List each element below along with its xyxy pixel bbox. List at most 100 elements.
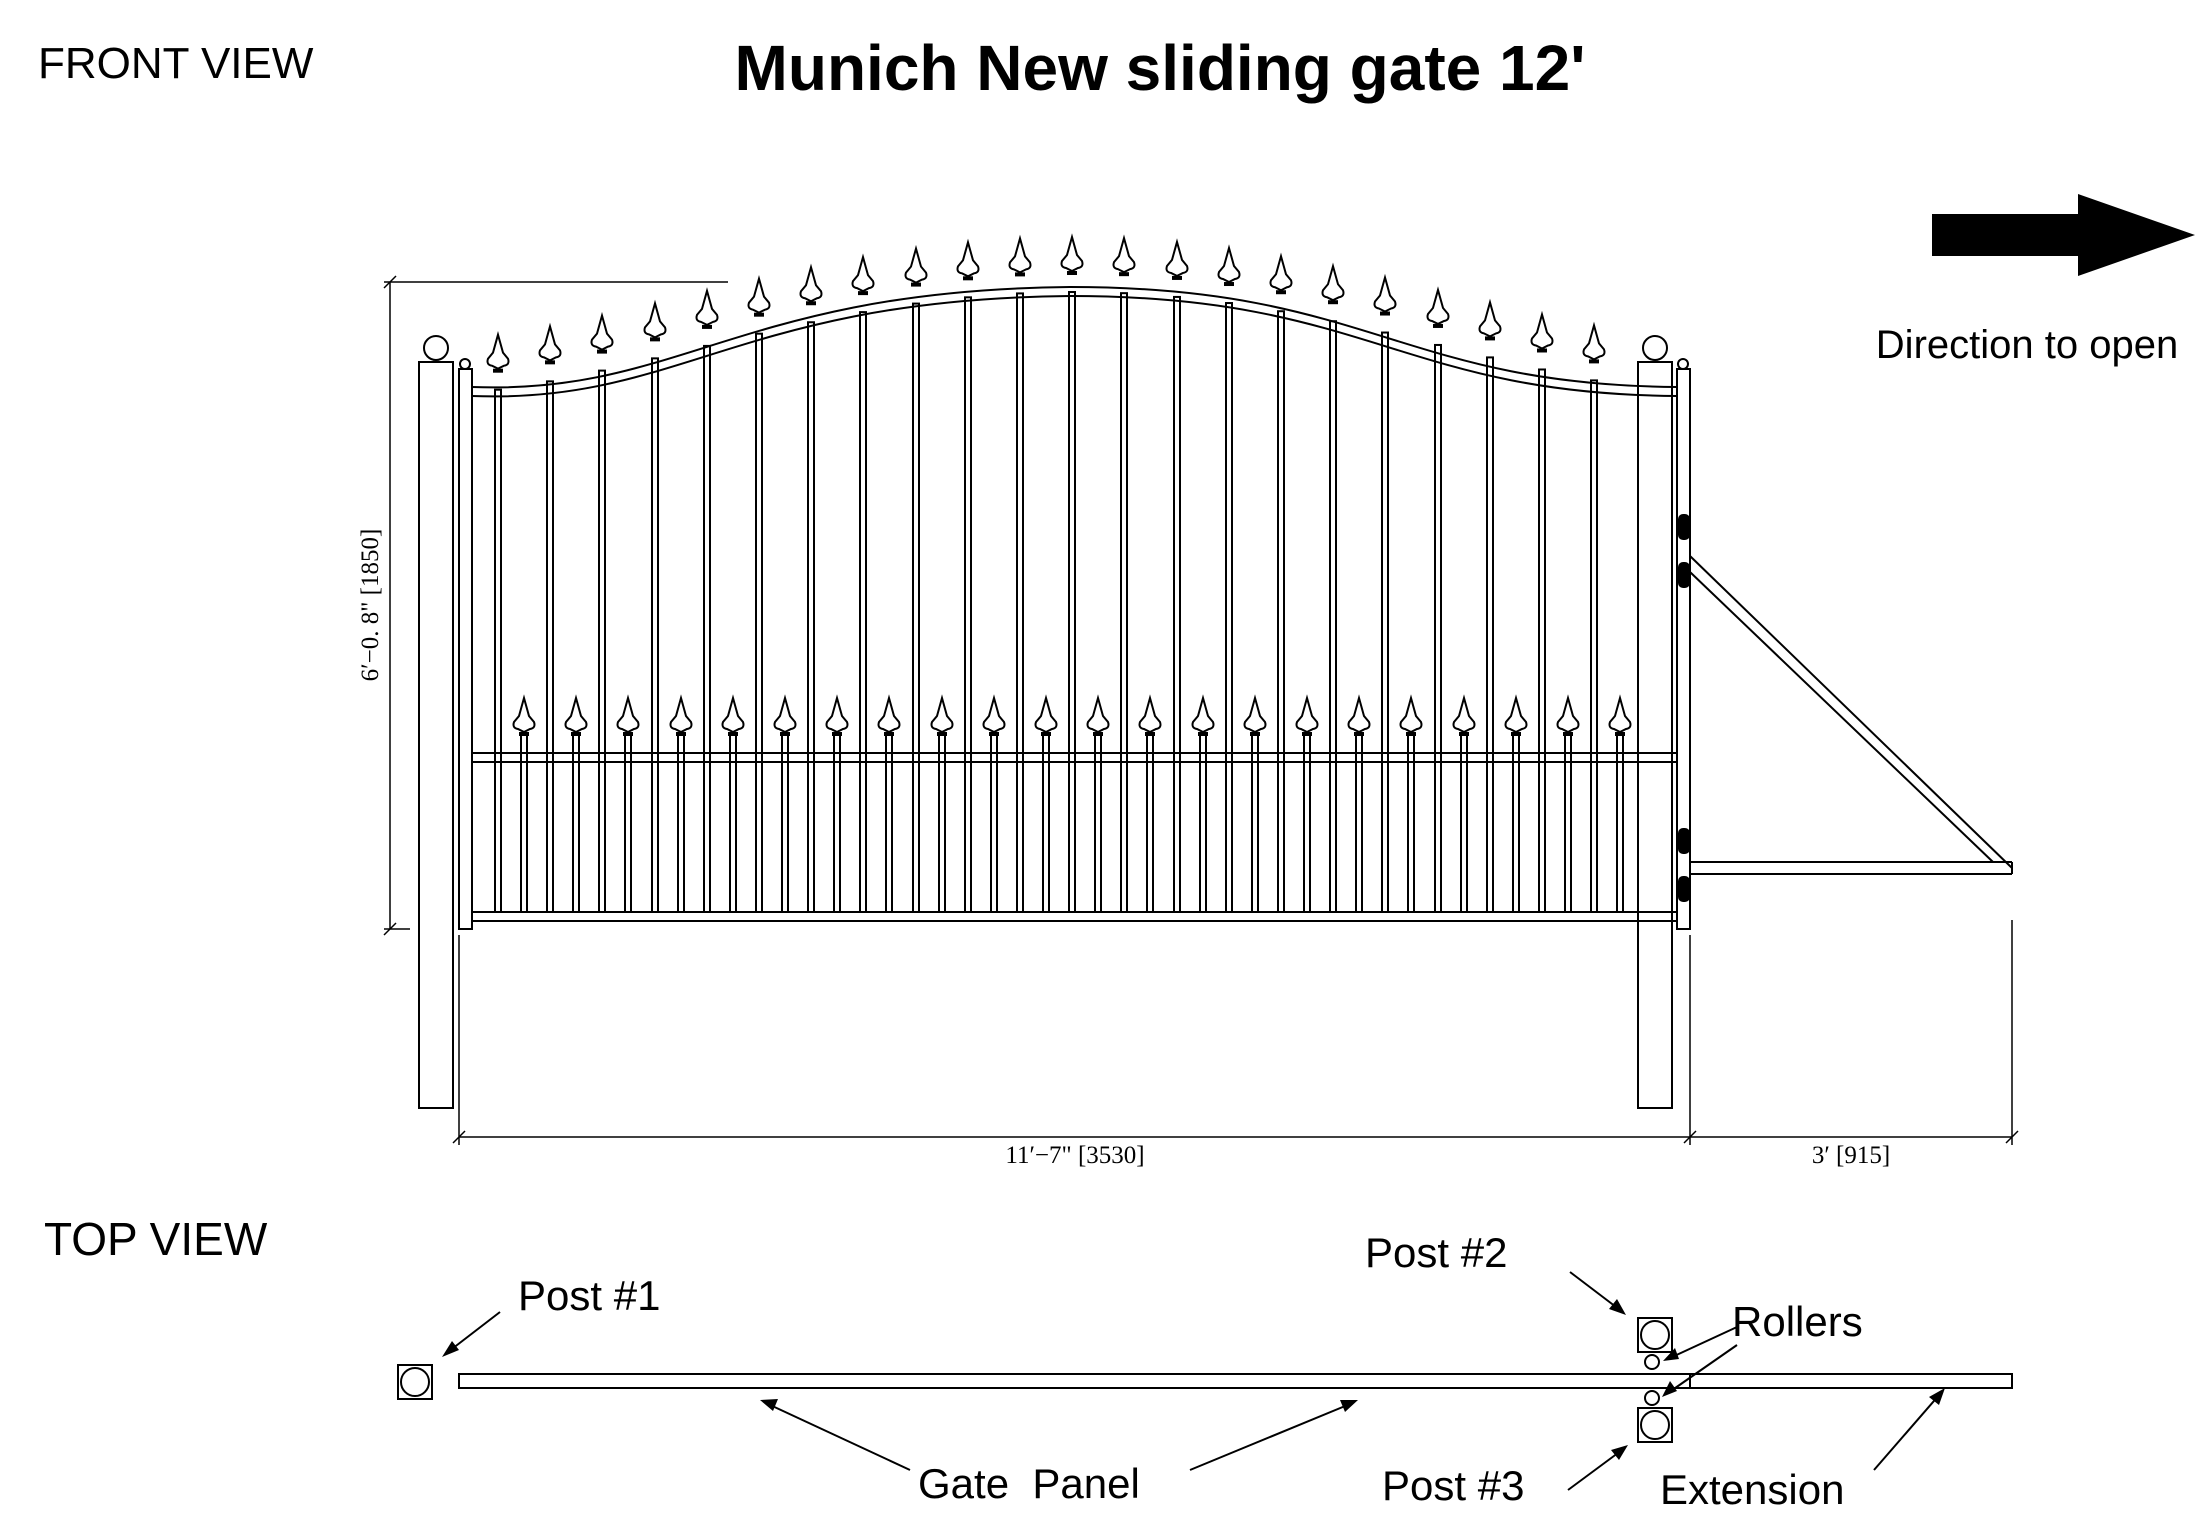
tall-picket [1381, 331, 1389, 913]
tall-picket-spear [1008, 234, 1032, 277]
rollers-callout-line-2 [1667, 1344, 1738, 1394]
short-picket-spear [1399, 694, 1423, 736]
post-2-callout-line [1569, 1271, 1621, 1311]
tall-picket-spear [1269, 252, 1293, 295]
tall-picket-spear [590, 311, 614, 354]
tall-picket [859, 311, 867, 914]
tall-picket-spear [904, 244, 928, 287]
width-tick-left [452, 1130, 466, 1144]
post-1-cap [423, 335, 449, 361]
tall-picket [1434, 343, 1442, 913]
width-tick-right [2005, 1130, 2019, 1144]
extension-width-dimension-label: 3′ [915] [1812, 1142, 1890, 1169]
tall-picket [1277, 310, 1285, 914]
post-2-front [1637, 361, 1673, 1109]
gate-panel-callout-line-left [767, 1403, 911, 1471]
short-picket-spear [1138, 694, 1162, 736]
roller-lower-2 [1678, 876, 1690, 902]
short-picket-spear [877, 694, 901, 736]
gate-width-dimension-label: 11′−7" [3530] [1005, 1142, 1144, 1169]
extension-arrowhead [1929, 1388, 1945, 1405]
short-picket-spear [669, 694, 693, 736]
tall-picket-spear [486, 330, 510, 373]
tall-picket [1016, 292, 1024, 913]
height-tick-bottom [383, 922, 397, 936]
tall-picket-spear [1217, 244, 1241, 287]
gate-panel-arrowhead-right [1340, 1400, 1358, 1412]
tall-picket [494, 388, 502, 914]
roller-top-lower [1644, 1390, 1660, 1406]
height-tick-top [383, 275, 397, 289]
short-picket-spear [564, 694, 588, 736]
extension-brace-lower [1689, 571, 1994, 863]
tall-picket-spear [1060, 233, 1084, 276]
callout-arrowheads [442, 1299, 1945, 1460]
rollers-arrowhead-2 [1662, 1381, 1677, 1397]
tall-picket [912, 302, 920, 913]
gate-panel-label: Gate Panel [918, 1460, 1140, 1507]
tall-picket [755, 332, 763, 913]
tall-picket-spear [799, 263, 823, 306]
extension-callout-line [1873, 1393, 1941, 1471]
right-stile-finial [1677, 358, 1689, 370]
short-picket-spear [982, 694, 1006, 736]
post-3-callout-line [1567, 1449, 1623, 1491]
tall-picket [703, 344, 711, 914]
post-1-top [397, 1364, 433, 1400]
post-1-top-circle [400, 1367, 430, 1397]
dimension-lines [383, 275, 2019, 1145]
tall-picket-spear [851, 253, 875, 296]
width-tick-mid [1683, 1130, 1697, 1144]
post-3-top [1637, 1407, 1673, 1443]
short-picket-spear [1243, 694, 1267, 736]
short-picket-spear [1034, 694, 1058, 736]
tall-picket-spear [695, 287, 719, 329]
post-2-label: Post #2 [1365, 1229, 1507, 1276]
tall-picket-spear [1373, 273, 1397, 316]
page-title: Munich New sliding gate 12' [735, 32, 1586, 104]
post-2-top [1637, 1317, 1673, 1353]
gate-panel-arrowhead-left [760, 1399, 778, 1411]
short-picket-spear [1086, 694, 1110, 736]
top-arch-rail-upper [471, 285, 1678, 389]
tall-picket [1329, 320, 1337, 913]
post-1-label: Post #1 [518, 1272, 660, 1319]
tall-picket [964, 296, 972, 913]
post-2-cap [1642, 335, 1668, 361]
callout-arrows [447, 1271, 1941, 1491]
post-2-top-circle [1640, 1320, 1670, 1350]
short-picket-spear [616, 694, 640, 736]
tall-picket [1068, 291, 1076, 913]
tall-picket [1120, 292, 1128, 913]
right-arrow-icon [1932, 194, 2195, 276]
post-3-top-circle [1640, 1410, 1670, 1440]
left-stile-finial [459, 358, 471, 370]
short-picket-spear [512, 694, 536, 736]
short-picket-spear [1295, 694, 1319, 736]
short-picket-spear [721, 694, 745, 736]
short-picket-spear [773, 694, 797, 736]
direction-label: Direction to open [1876, 323, 2178, 367]
tall-picket-spear [1165, 238, 1189, 280]
short-picket-spear [1191, 694, 1215, 736]
tall-pickets [494, 291, 1598, 914]
roller-upper-2 [1678, 562, 1690, 588]
extension-top [1689, 1373, 2013, 1389]
top-view-labels: Post #1 Post #2 Rollers Gate Panel Post … [518, 1229, 1863, 1513]
roller-lower-1 [1678, 828, 1690, 854]
post-3-arrowhead [1611, 1445, 1628, 1460]
tall-picket [651, 357, 659, 914]
short-picket-spear [825, 694, 849, 736]
short-picket-spear [1556, 694, 1580, 736]
roller-top-upper [1644, 1354, 1660, 1370]
top-arch-rail-lower [471, 294, 1678, 398]
tall-picket-spear [1426, 286, 1450, 328]
post-3-label: Post #3 [1382, 1462, 1524, 1509]
short-picket-spear [930, 694, 954, 736]
rollers-label: Rollers [1732, 1298, 1863, 1345]
top-view-heading: TOP VIEW [44, 1213, 268, 1265]
tall-picket [598, 369, 606, 914]
gate-panel-callout-line-right [1189, 1403, 1351, 1471]
rollers-arrowhead-1 [1663, 1348, 1679, 1361]
